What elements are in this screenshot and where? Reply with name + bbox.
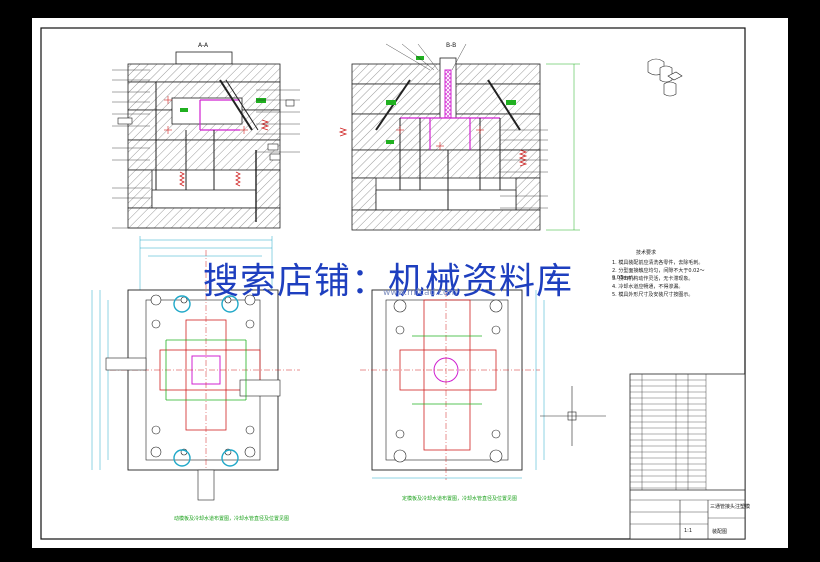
watermark-text: 搜索店铺：机械资料库 <box>203 261 574 302</box>
left-plan-view <box>91 236 300 501</box>
right-plan-view <box>360 280 606 480</box>
drawing-name: 三通管接头注塑模 <box>710 504 751 510</box>
section-label-right: B-B <box>446 42 457 49</box>
drawing-type: 装配图 <box>712 529 728 535</box>
notes-heading: 技术要求 <box>635 250 656 256</box>
drawing-scale: 1:1 <box>684 528 693 534</box>
notes-line-3: 3. 顶出机构动作灵活，无卡滞现象。 <box>612 276 694 282</box>
drawing-border <box>40 27 746 540</box>
part-sketch <box>647 58 683 97</box>
watermark-url: www.mfcad.com <box>383 288 458 298</box>
notes-line-5: 5. 模具外形尺寸及安装尺寸按图示。 <box>612 292 694 298</box>
notes-line-1: 1. 模具装配前应清洗各零件，去除毛刺。 <box>612 260 704 266</box>
notes-line-2: 2. 分型面接触应均匀，间隙不大于0.02～0.03mm。 <box>612 268 705 281</box>
left-section-view <box>112 51 300 229</box>
notes-line-4: 4. 冷却水道应畅通，不得渗漏。 <box>612 284 684 290</box>
caption-left: 动模板及冷却水道布置图，冷却水管直径及位置见图 <box>174 516 290 522</box>
parts-list <box>629 373 746 540</box>
right-section-view <box>338 43 580 231</box>
caption-right: 定模板及冷却水道布置图，冷却水管直径及位置见图 <box>402 496 518 502</box>
section-label-left: A-A <box>198 42 209 49</box>
